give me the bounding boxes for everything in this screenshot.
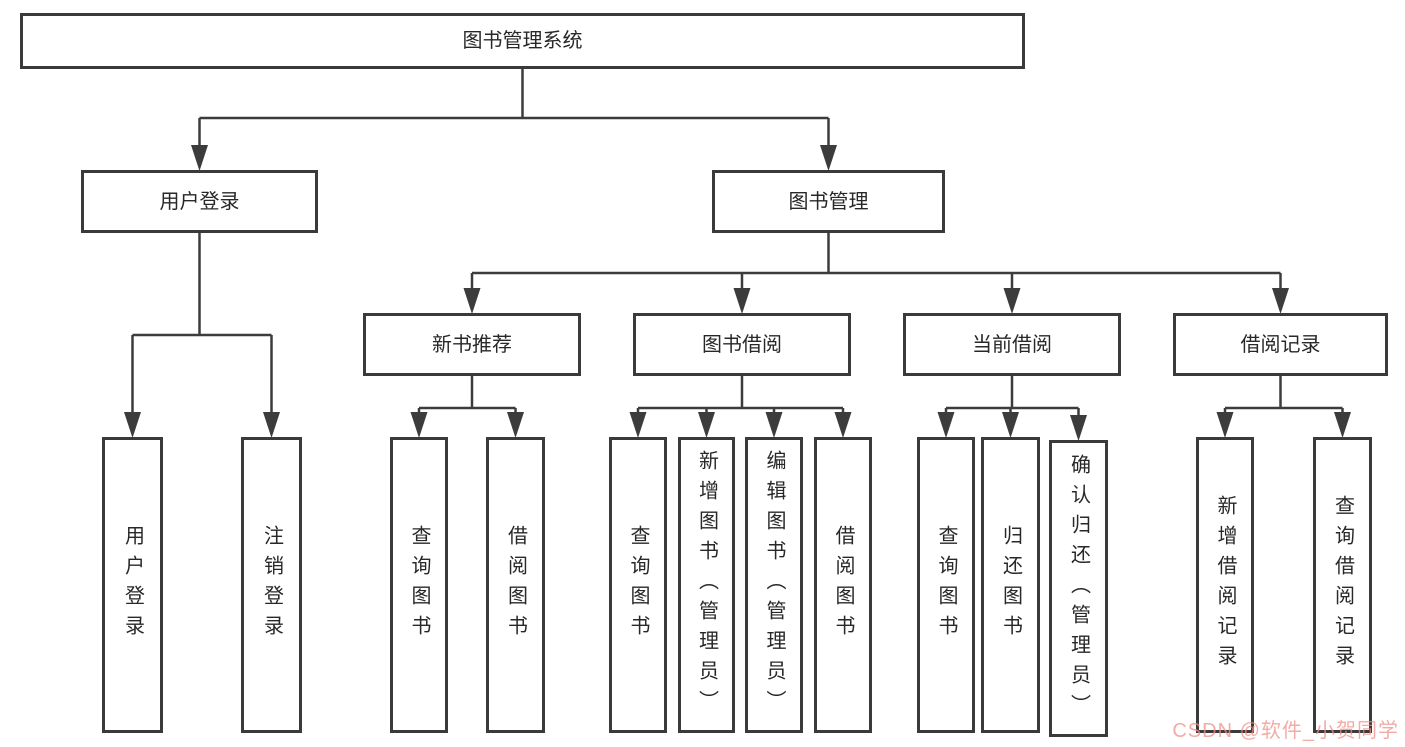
arrowhead-down-icon <box>937 412 955 438</box>
node-v-query-borrow-record: 查询借阅记录 <box>1313 437 1372 733</box>
arrowhead-down-icon <box>463 288 481 314</box>
arrowhead-down-icon <box>1003 288 1021 314</box>
node-v-return-book: 归还图书 <box>981 437 1040 733</box>
node-v-confirm-return: 确认归还（管理员） <box>1049 440 1108 737</box>
arrowhead-down-icon <box>191 145 208 171</box>
arrowhead-down-icon <box>698 412 715 438</box>
node-root: 图书管理系统 <box>20 13 1025 69</box>
watermark: CSDN @软件_小贺同学 <box>1172 720 1399 742</box>
arrowhead-down-icon <box>124 412 141 438</box>
node-v-add-borrow-record: 新增借阅记录 <box>1196 437 1254 733</box>
node-v-query-book-3: 查询图书 <box>917 437 975 733</box>
node-book-mgmt: 图书管理 <box>712 170 945 233</box>
node-v-borrow-book-1: 借阅图书 <box>486 437 545 733</box>
arrowhead-down-icon <box>1334 412 1351 438</box>
arrowhead-down-icon <box>1216 412 1234 438</box>
node-v-query-book-1: 查询图书 <box>390 437 448 733</box>
arrowhead-down-icon <box>629 412 647 438</box>
node-v-add-book: 新增图书（管理员） <box>678 437 735 733</box>
arrowhead-down-icon <box>410 412 428 438</box>
node-current-borrow: 当前借阅 <box>903 313 1121 376</box>
arrowhead-down-icon <box>733 288 751 314</box>
node-borrow-records: 借阅记录 <box>1173 313 1388 376</box>
arrowhead-down-icon <box>820 145 837 171</box>
node-v-logout: 注销登录 <box>241 437 302 733</box>
arrowhead-down-icon <box>765 412 783 438</box>
node-user-login: 用户登录 <box>81 170 318 233</box>
arrowhead-down-icon <box>1070 415 1087 441</box>
node-v-borrow-book-2: 借阅图书 <box>814 437 872 733</box>
node-v-edit-book: 编辑图书（管理员） <box>745 437 803 733</box>
arrowhead-down-icon <box>263 412 280 438</box>
node-v-user-login: 用户登录 <box>102 437 163 733</box>
arrowhead-down-icon <box>1272 288 1289 314</box>
arrowhead-down-icon <box>507 412 524 438</box>
node-v-query-book-2: 查询图书 <box>609 437 667 733</box>
arrowhead-down-icon <box>1002 412 1019 438</box>
node-book-borrow: 图书借阅 <box>633 313 851 376</box>
arrowhead-down-icon <box>834 412 852 438</box>
node-new-book-rec: 新书推荐 <box>363 313 581 376</box>
